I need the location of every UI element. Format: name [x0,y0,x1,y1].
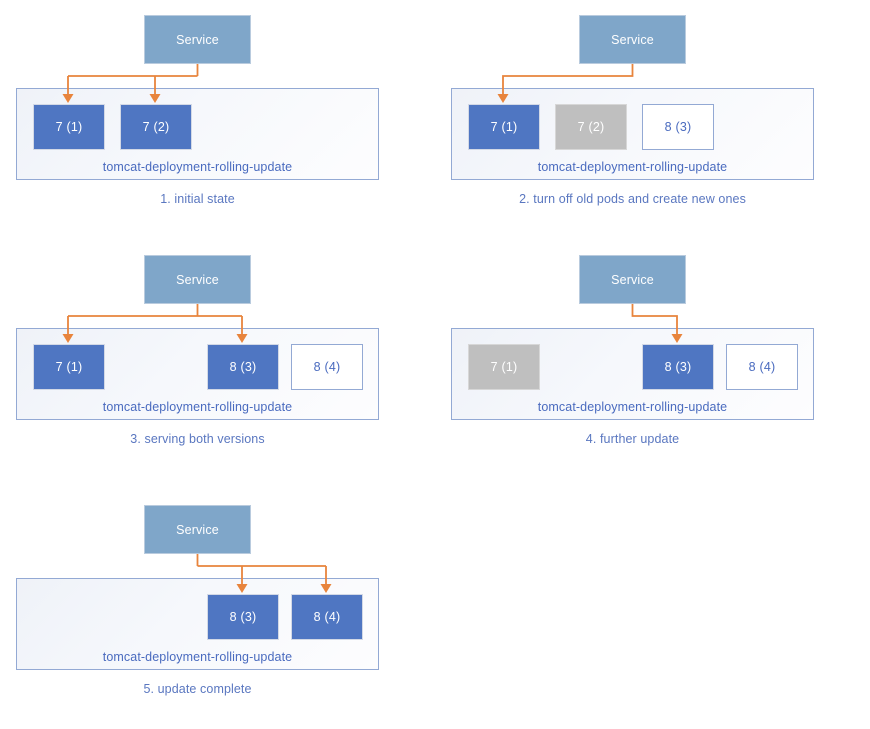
deployment-name-label: tomcat-deployment-rolling-update [102,160,293,174]
pod-box: 8 (4) [291,594,363,640]
diagram-panel: Service 7 (1) 7 (2) tomcat-deployment-rolli… [0,0,435,239]
panel-caption: 3. serving both versions [130,432,265,446]
service-node: Service [144,15,251,64]
service-node: Service [144,255,251,304]
pod-box: 8 (3) [207,344,279,390]
pod-box: 7 (1) [33,344,105,390]
panel-caption: 1. initial state [160,192,235,206]
deployment-container: 7 (1) 8 (3) 8 (4) tomcat-deployment-rolling… [16,328,379,420]
deployment-container: 8 (3) 8 (4) tomcat-deployment-rolling-upda… [16,578,379,670]
deployment-container: 7 (1) 8 (3) 8 (4) tomcat-deployment-rolling… [451,328,814,420]
pod-box: 7 (1) [33,104,105,150]
pod-box: 7 (2) [120,104,192,150]
deployment-name-label: tomcat-deployment-rolling-update [537,160,728,174]
deployment-name-label: tomcat-deployment-rolling-update [537,400,728,414]
panel-caption: 2. turn off old pods and create new ones [519,192,746,206]
pod-box: 7 (1) [468,104,540,150]
diagram-panel: Service 7 (1) 7 (2) 8 (3) tomcat-deployment-… [435,0,870,239]
pod-box: 8 (4) [291,344,363,390]
service-node: Service [579,255,686,304]
diagram-panel: Service 8 (3) 8 (4) tomcat-deployment-rolli… [0,490,435,729]
arrow-bus-line [68,304,242,317]
deployment-container: 7 (1) 7 (2) tomcat-deployment-rolling-upda… [16,88,379,180]
pod-box: 8 (4) [726,344,798,390]
deployment-container: 7 (1) 7 (2) 8 (3) tomcat-deployment-rolling… [451,88,814,180]
deployment-name-label: tomcat-deployment-rolling-update [102,650,293,664]
panel-caption: 5. update complete [143,682,252,696]
arrow-bus-line [196,554,326,567]
service-node: Service [579,15,686,64]
panel-caption: 4. further update [585,432,680,446]
pod-box: 8 (3) [207,594,279,640]
diagram-panel: Service 7 (1) 8 (3) 8 (4) tomcat-deployment-… [435,240,870,479]
pod-box: 8 (3) [642,344,714,390]
service-node: Service [144,505,251,554]
pod-box: 7 (2) [555,104,627,150]
diagram-panel: Service 7 (1) 8 (3) 8 (4) tomcat-deployment-… [0,240,435,479]
arrow-bus-line [68,64,199,77]
deployment-name-label: tomcat-deployment-rolling-update [102,400,293,414]
pod-box: 7 (1) [468,344,540,390]
pod-box: 8 (3) [642,104,714,150]
